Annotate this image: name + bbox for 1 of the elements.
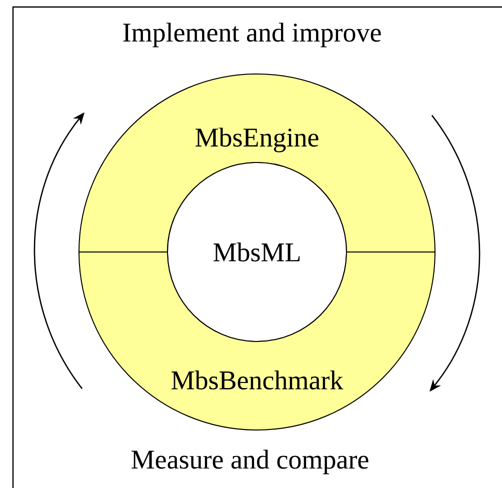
cycle-label: Implement and improve — [123, 22, 381, 48]
